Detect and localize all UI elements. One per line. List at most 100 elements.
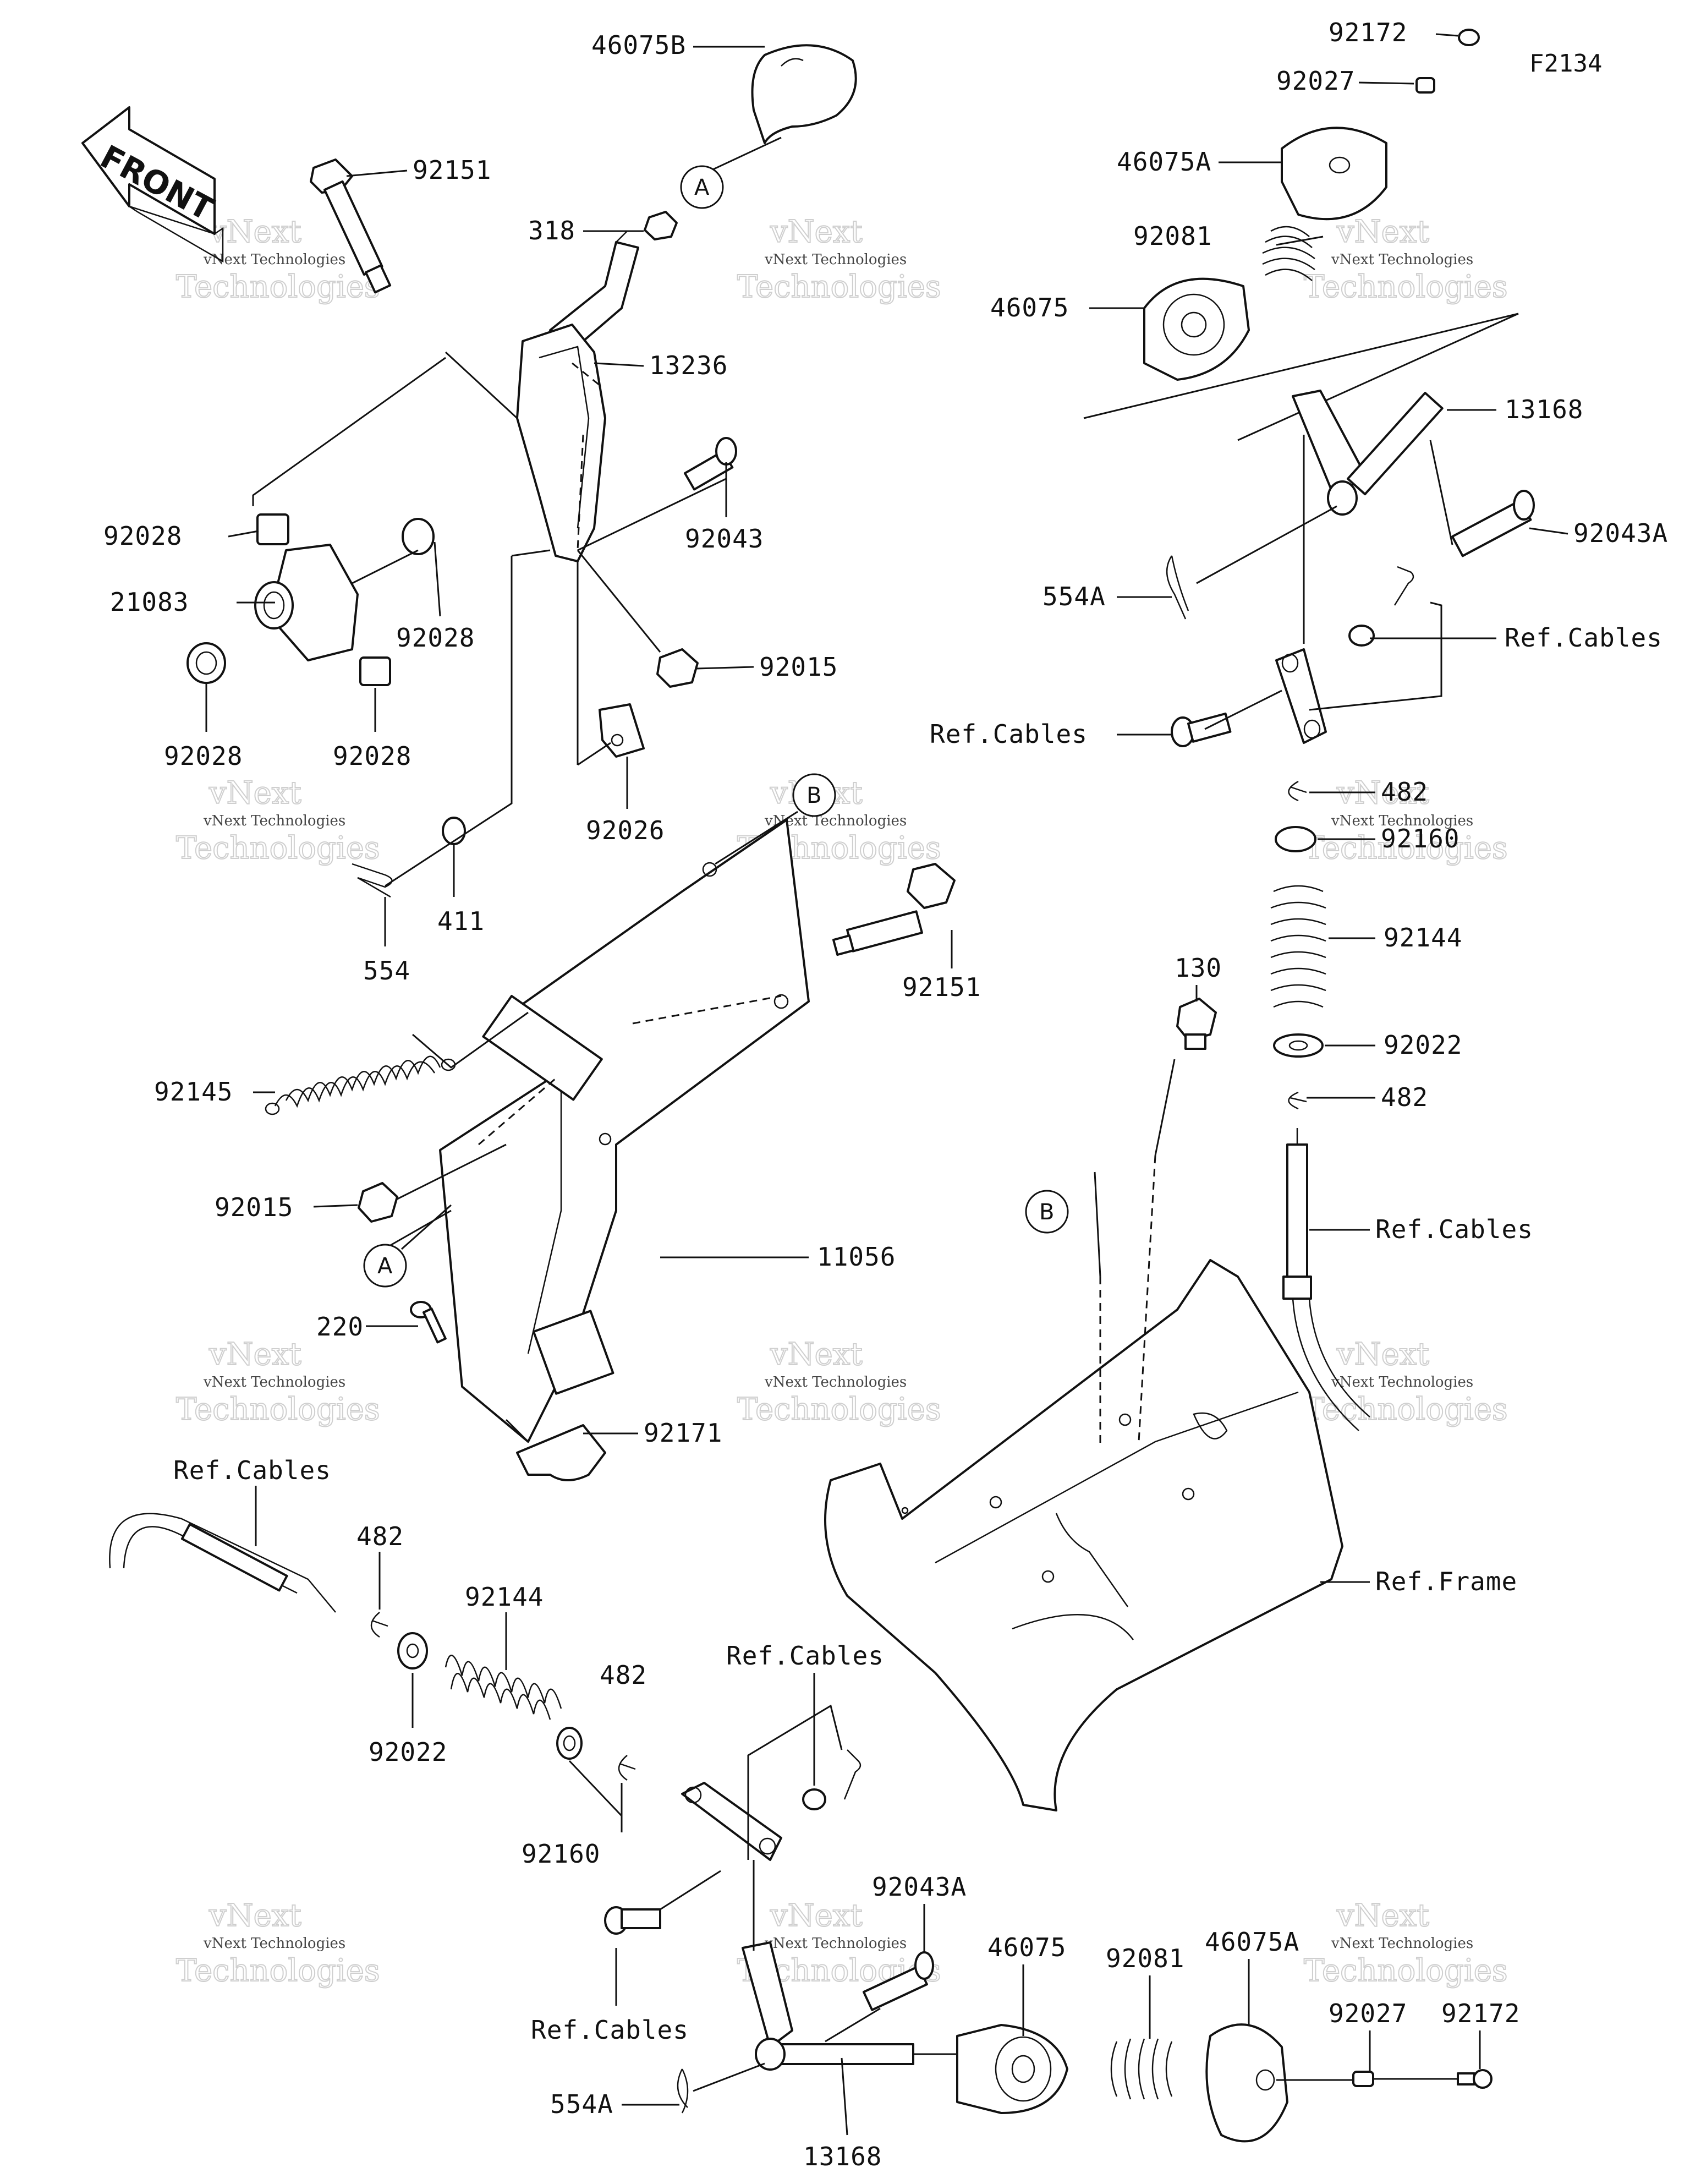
spring-92144-bl-icon (445, 1655, 562, 1720)
callout-A-mid: A (363, 1244, 407, 1288)
watermark-line1: vNext (208, 775, 301, 811)
screw-92172-top-icon (1458, 29, 1480, 46)
callout-A-top: A (680, 165, 724, 209)
watermark-small: vNext Technologies (203, 1374, 345, 1391)
watermark-line2: Technologies (737, 1392, 941, 1427)
lever-13168-top-icon (1292, 390, 1444, 516)
label-92043: 92043 (685, 524, 764, 554)
label-92015-mid: 92015 (215, 1192, 293, 1222)
label-ref-frame: Ref.Frame (1375, 1567, 1517, 1596)
clip-554-icon (352, 863, 393, 898)
spring-92144-top-icon (1270, 885, 1326, 1008)
label-92028-b: 92028 (396, 623, 475, 653)
label-92015-top: 92015 (759, 652, 838, 682)
label-92081-bot: 92081 (1106, 1944, 1184, 1973)
label-46075-top: 46075 (990, 293, 1069, 322)
label-92022-bl: 92022 (369, 1737, 447, 1767)
label-46075B: 46075B (591, 30, 686, 60)
label-92144-bl: 92144 (465, 1582, 544, 1612)
nut-92015-mid-icon (358, 1182, 398, 1223)
spring-92081-top-icon (1262, 226, 1315, 281)
label-ref-cables-5: Ref.Cables (726, 1641, 884, 1671)
leader-lines (205, 33, 1568, 2136)
pin-cable-top-icon (1171, 712, 1232, 747)
washer-cable-top-icon (1348, 625, 1375, 647)
callout-a-text: A (694, 175, 710, 200)
collar-92027-top-icon (1415, 77, 1435, 94)
diagram-code: F2134 (1529, 50, 1602, 78)
watermark-3: vNext vNext Technologies Technologies (1303, 214, 1508, 305)
watermark-line2: Technologies (1304, 269, 1508, 305)
watermark-1: vNext vNext Technologies Technologies (175, 214, 381, 305)
label-ref-cables-6: Ref.Cables (531, 2015, 689, 2045)
frame-icon (824, 1259, 1343, 1811)
watermark-6: vNext vNext Technologies Technologies (1303, 775, 1508, 867)
bushing-21083-icon (254, 544, 359, 661)
label-92160-top: 92160 (1381, 824, 1459, 853)
label-11056: 11056 (817, 1242, 896, 1272)
pin-92043A-top-icon (1451, 490, 1535, 557)
watermark-small: vNext Technologies (764, 1935, 907, 1952)
label-411: 411 (437, 906, 485, 936)
collar-92028-b-icon (402, 518, 435, 555)
label-ref-cables-4: Ref.Cables (173, 1455, 331, 1485)
nut-92015-top-icon (656, 648, 699, 688)
watermark-4: vNext vNext Technologies Technologies (175, 775, 381, 867)
watermark-line1: vNext (208, 1898, 301, 1934)
callout-a-text: A (377, 1254, 393, 1279)
watermark-10: vNext vNext Technologies Technologies (175, 1897, 381, 1989)
label-ref-cables-1: Ref.Cables (1505, 623, 1662, 653)
label-46075A-top: 46075A (1117, 147, 1211, 177)
callout-B-mid: B (1025, 1190, 1069, 1234)
label-92028-a: 92028 (103, 521, 182, 551)
label-554A-top: 554A (1042, 582, 1106, 611)
label-92026: 92026 (586, 815, 665, 845)
collar-92028-a-icon (256, 513, 289, 545)
clip-554A-top-icon (1166, 555, 1189, 620)
label-92151-mid: 92151 (902, 972, 981, 1002)
watermark-line2: Technologies (176, 830, 380, 866)
pin-92043-icon (684, 437, 737, 491)
front-arrow-icon: FRONT (81, 106, 224, 263)
label-92027-bot: 92027 (1329, 1999, 1407, 2028)
pin-92043A-bottom-icon (863, 1951, 934, 2011)
label-13168-bot: 13168 (803, 2142, 882, 2171)
label-92027-top: 92027 (1276, 66, 1355, 96)
clip-cable-top-icon (1393, 566, 1414, 606)
spring-92145-icon (265, 1055, 456, 1115)
watermark-8: vNext vNext Technologies Technologies (737, 1336, 942, 1428)
knob-46075-bottom-icon (956, 2024, 1068, 2114)
watermark-small: vNext Technologies (1331, 813, 1473, 829)
eclip-482-bl-icon (370, 1612, 388, 1638)
watermark-7: vNext vNext Technologies Technologies (175, 1336, 381, 1428)
collar-92028-c-icon (186, 642, 226, 684)
cable-end-bl-icon (109, 1513, 336, 1613)
watermark-small: vNext Technologies (203, 251, 345, 268)
knob-46075A-top-icon (1281, 127, 1387, 221)
label-318: 318 (528, 216, 575, 245)
watermark-small: vNext Technologies (1331, 1374, 1473, 1391)
label-92145: 92145 (154, 1077, 233, 1107)
washer-92022-top-icon (1273, 1033, 1324, 1058)
label-220: 220 (316, 1312, 364, 1342)
clip-cable-bottom-icon (843, 1749, 862, 1800)
label-92028-d: 92028 (333, 741, 411, 771)
watermark-small: vNext Technologies (764, 1374, 907, 1391)
pin-cable-bottom-icon (604, 1906, 661, 1935)
washer-92160-bl-icon (556, 1727, 583, 1760)
watermark-line2: Technologies (737, 269, 941, 305)
label-ref-cables-2: Ref.Cables (930, 719, 1088, 749)
watermark-small: vNext Technologies (1331, 1935, 1473, 1952)
label-554: 554 (363, 956, 410, 986)
label-482-bl: 482 (356, 1521, 404, 1551)
label-46075-bot: 46075 (987, 1933, 1066, 1962)
watermark-line1: vNext (770, 214, 863, 250)
collar-92027-bottom-icon (1352, 2071, 1374, 2087)
callout-B-top: B (792, 773, 836, 817)
eclip-482-top-icon (1288, 780, 1307, 802)
watermark-small: vNext Technologies (203, 813, 345, 829)
washer-92160-top-icon (1275, 826, 1316, 852)
frame-group (824, 1259, 1343, 1811)
label-92151-top: 92151 (413, 155, 491, 185)
